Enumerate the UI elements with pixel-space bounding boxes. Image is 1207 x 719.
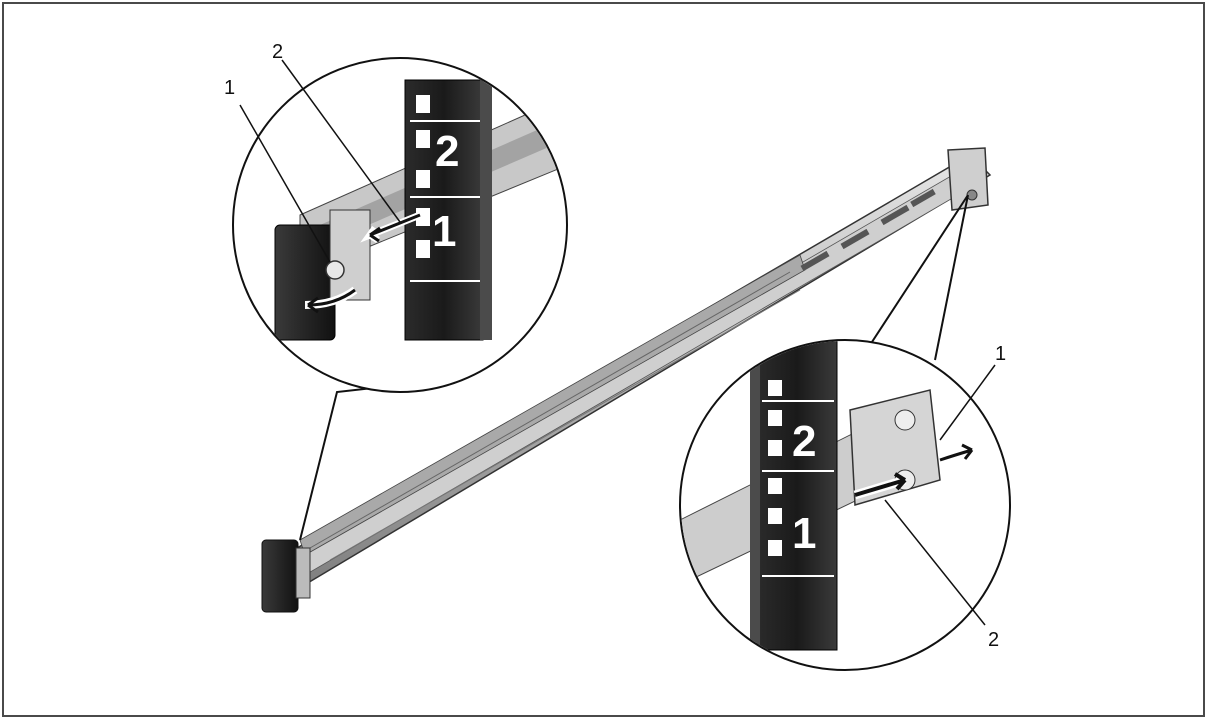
right-detail-circle <box>679 194 1011 671</box>
leader-line-right-1 <box>939 364 996 441</box>
callout-right-2: 2 <box>988 629 1000 651</box>
rack-label-left-lower: 1 <box>432 207 457 256</box>
left-detail-circle <box>232 57 568 541</box>
slide-rail <box>261 147 992 613</box>
leader-line-right-2 <box>884 499 986 626</box>
leader-line-left-1 <box>239 104 331 263</box>
leader-line-left-2 <box>281 59 401 223</box>
callout-left-2: 2 <box>272 41 284 63</box>
rack-label-right-upper: 2 <box>792 417 817 466</box>
callout-right-1: 1 <box>995 343 1007 365</box>
callout-left-1: 1 <box>224 77 236 99</box>
rack-label-right-lower: 1 <box>792 509 817 558</box>
rack-label-left-upper: 2 <box>435 127 460 176</box>
